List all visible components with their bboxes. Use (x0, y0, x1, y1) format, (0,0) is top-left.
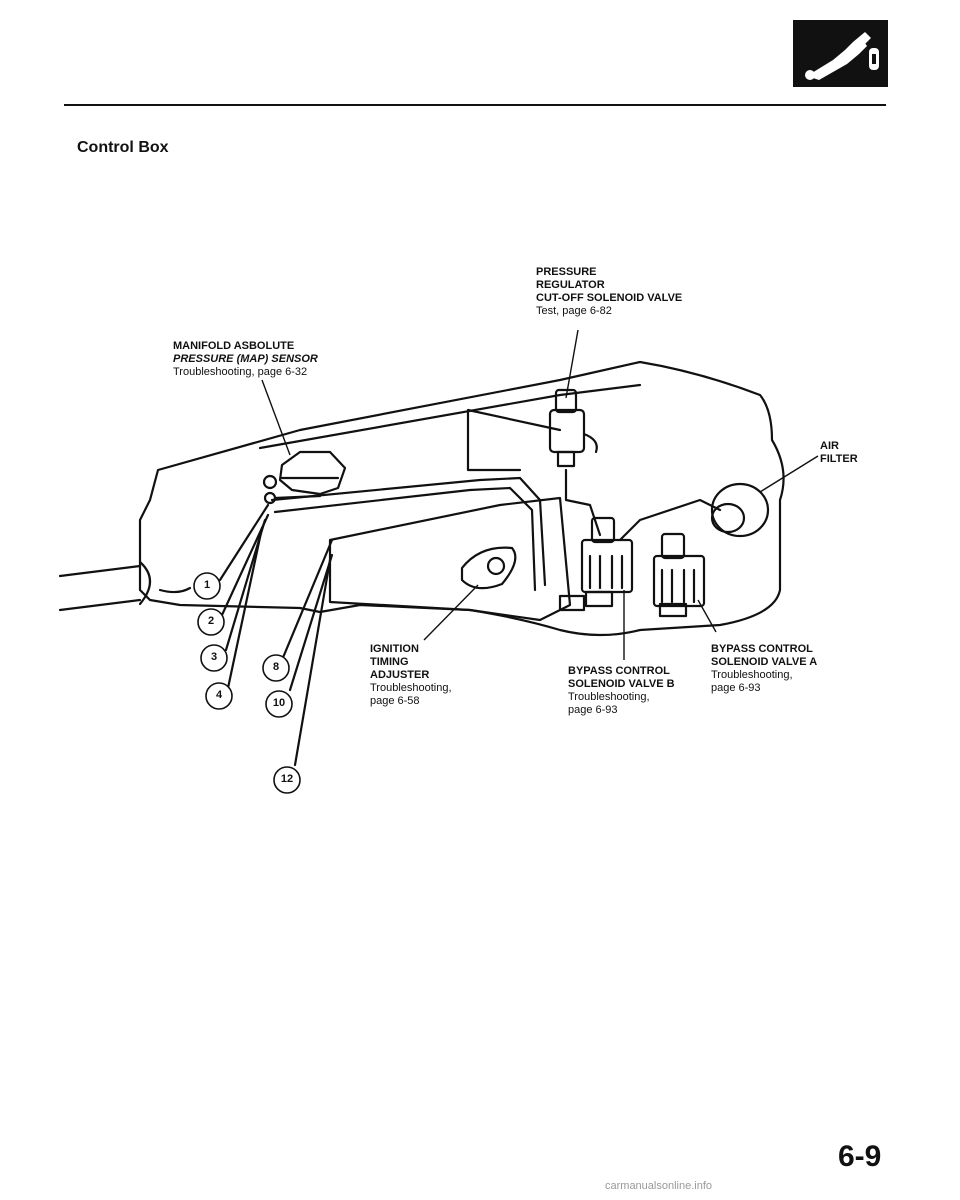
label-air-filter: AIR FILTER (820, 440, 858, 466)
fuel-pump-icon (805, 32, 879, 80)
label-ref: page 6-58 (370, 695, 420, 707)
vacuum-hose (270, 476, 547, 587)
intake-pipe (58, 598, 142, 612)
page-number: 6-9 (838, 1140, 882, 1173)
callout-12: 12 (280, 773, 294, 785)
air-filter-body (710, 482, 770, 538)
control-box-top-edge (258, 383, 642, 450)
vacuum-hose (273, 486, 537, 592)
callout-circle (205, 682, 233, 710)
callout-circle (265, 690, 293, 718)
label-ref: Test, page 6-82 (536, 305, 612, 317)
label-line: TIMING (370, 656, 409, 668)
callout-circle (200, 644, 228, 672)
label-ref: page 6-93 (568, 704, 618, 716)
callout-circle (262, 654, 290, 682)
label-map-sensor: MANIFOLD ASBOLUTE PRESSURE (MAP) SENSOR … (173, 340, 318, 379)
label-line: REGULATOR (536, 279, 605, 291)
label-line: ADJUSTER (370, 669, 430, 681)
leader-bypass-a (697, 599, 717, 633)
callout-circle (273, 766, 301, 794)
callout-3: 3 (210, 651, 218, 663)
pressure-regulator-valve-body (548, 408, 586, 454)
label-ref: Troubleshooting, (370, 682, 452, 694)
vacuum-hose (618, 498, 722, 542)
fuel-pump-icon-badge (793, 20, 888, 87)
label-line: FILTER (820, 453, 858, 465)
callout-8: 8 (272, 661, 280, 673)
intake-pipe-end (138, 560, 152, 606)
label-line: BYPASS CONTROL (568, 665, 670, 677)
callout-4: 4 (215, 689, 223, 701)
label-pressure-regulator: PRESSURE REGULATOR CUT-OFF SOLENOID VALV… (536, 266, 682, 318)
label-ref: Troubleshooting, page 6-32 (173, 366, 308, 378)
label-bypass-a: BYPASS CONTROL SOLENOID VALVE A Troubles… (711, 643, 817, 695)
leader-air-filter (759, 455, 819, 493)
wire-lead (280, 538, 334, 662)
wire-lead (226, 526, 264, 690)
callout-circle (193, 572, 221, 600)
label-ref: page 6-93 (711, 682, 761, 694)
callout-1: 1 (203, 579, 211, 591)
leader-map-sensor (261, 379, 291, 456)
label-line: SOLENOID VALVE B (568, 678, 675, 690)
watermark: carmanualsonline.info (605, 1180, 713, 1192)
label-line: BYPASS CONTROL (711, 643, 813, 655)
label-line: AIR (820, 440, 839, 452)
label-line: IGNITION (370, 643, 419, 655)
bypass-valve-a-body (652, 554, 706, 608)
label-line: MANIFOLD ASBOLUTE (173, 340, 295, 352)
label-ignition-timing: IGNITION TIMING ADJUSTER Troubleshooting… (370, 643, 452, 708)
callout-10: 10 (272, 697, 286, 709)
label-line: PRESSURE (536, 266, 597, 278)
vacuum-hose (466, 408, 562, 472)
wire-lead (218, 503, 270, 582)
label-line: PRESSURE (MAP) SENSOR (173, 353, 318, 365)
label-ref: Troubleshooting, (711, 669, 793, 681)
intake-pipe (58, 564, 142, 578)
label-line: CUT-OFF SOLENOID VALVE (536, 292, 683, 304)
callout-circle (197, 608, 225, 636)
vacuum-hose (564, 468, 602, 537)
section-title: Control Box (77, 139, 169, 156)
callout-2: 2 (207, 615, 215, 627)
label-ref: Troubleshooting, (568, 691, 650, 703)
map-sensor (278, 450, 347, 496)
wire-lead (293, 558, 332, 767)
map-sensor-port (262, 474, 278, 490)
control-box-outline (138, 360, 785, 637)
leader-ignition (423, 584, 479, 641)
header-rule (64, 104, 886, 106)
leader-pressure-regulator (565, 329, 579, 399)
control-box-inner-panel (328, 496, 572, 622)
wire-lead (288, 553, 334, 692)
label-bypass-b: BYPASS CONTROL SOLENOID VALVE B Troubles… (568, 665, 675, 717)
label-line: SOLENOID VALVE A (711, 656, 818, 668)
